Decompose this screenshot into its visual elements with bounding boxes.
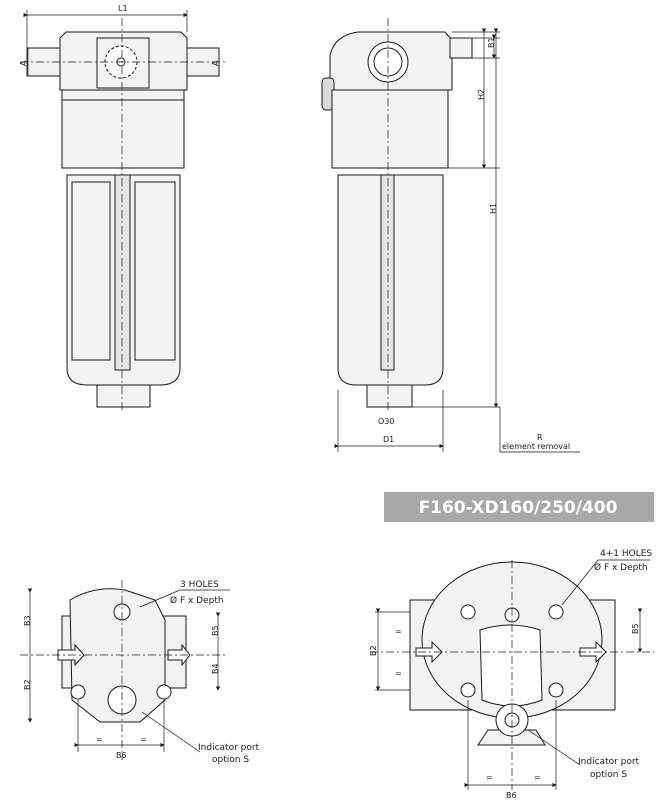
bl-b6-label: B6 xyxy=(116,751,127,760)
bl-eq-2: = xyxy=(140,735,147,744)
title-banner xyxy=(384,492,654,522)
a-right-label: A xyxy=(211,60,220,66)
front-dimensions xyxy=(20,10,226,410)
br-b2-label: B2 xyxy=(369,645,378,656)
r-note: element removal xyxy=(502,442,570,451)
br-b5-label: B5 xyxy=(631,623,640,634)
h2-label: H2 xyxy=(477,89,486,100)
side-view xyxy=(321,31,473,408)
bottom-right-view xyxy=(409,561,616,746)
bl-b3-label: B3 xyxy=(23,615,32,626)
br-b6-label: B6 xyxy=(506,791,517,800)
br-eq-4: = xyxy=(534,773,541,782)
a-left-label: A xyxy=(19,60,28,66)
d1-label: D1 xyxy=(383,435,394,444)
br-holes-2: Ø F x Depth xyxy=(594,562,648,573)
bottom-left-view xyxy=(57,588,191,723)
h1-label: H1 xyxy=(489,203,498,214)
br-eq-1: = xyxy=(395,627,402,636)
bl-holes-1: 3 HOLES xyxy=(180,580,219,590)
br-indicator-2: option S xyxy=(590,770,627,780)
bottom-right-dimensions xyxy=(370,559,654,790)
bl-indicator-2: option S xyxy=(212,755,249,765)
br-eq-2: = xyxy=(395,669,402,678)
bl-holes-2: Ø F x Depth xyxy=(170,595,224,606)
bottom-left-dimensions xyxy=(20,580,230,760)
bl-b5-label: B5 xyxy=(211,625,220,636)
br-holes-1: 4+1 HOLES xyxy=(600,549,652,559)
page-title: F160-XD160/250/400 xyxy=(419,498,618,518)
side-dimensions xyxy=(334,18,580,453)
bl-b4-label: B4 xyxy=(211,663,220,674)
r-label: R xyxy=(537,433,543,442)
front-view xyxy=(26,31,220,408)
br-indicator-1: Indicator port xyxy=(578,757,640,767)
b1-label: B1 xyxy=(487,37,496,48)
br-eq-3: = xyxy=(486,773,493,782)
bl-eq-1: = xyxy=(96,735,103,744)
thread-label: O30 xyxy=(378,417,394,426)
l1-label: L1 xyxy=(118,4,128,13)
bl-b2-label: B2 xyxy=(23,679,32,690)
bl-indicator-1: Indicator port xyxy=(198,743,260,753)
